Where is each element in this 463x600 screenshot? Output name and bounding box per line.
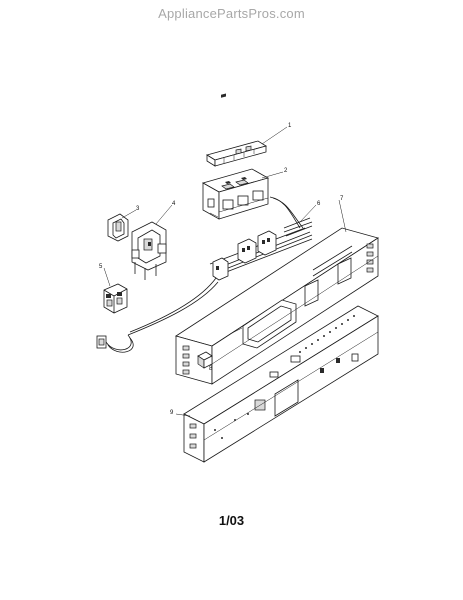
watermark: AppliancePartsPros.com (158, 6, 305, 21)
svg-text:9: 9 (170, 410, 174, 416)
part-connector (103, 283, 128, 314)
part-console-panel (183, 305, 379, 463)
svg-text:8: 8 (209, 366, 213, 372)
callout-5: 5 (99, 264, 111, 287)
callout-7: 7 (338, 196, 347, 233)
callout-1: 1 (261, 123, 292, 145)
part-wire-harness (96, 196, 313, 353)
part-control-module (201, 168, 270, 220)
svg-text:4: 4 (172, 201, 176, 207)
callout-8: 8 (209, 366, 213, 372)
svg-text:7: 7 (340, 196, 344, 202)
svg-text:5: 5 (99, 264, 103, 270)
svg-text:3: 3 (136, 206, 140, 212)
callout-2: 2 (261, 168, 288, 179)
svg-text:1: 1 (288, 123, 292, 129)
part-relay-bracket (131, 221, 167, 280)
callouts: 1 2 3 4 5 6 7 8 9 (99, 123, 347, 417)
callout-3: 3 (121, 206, 140, 219)
part-control-panel (175, 227, 379, 385)
page-code: 1/03 (218, 513, 245, 528)
svg-text:6: 6 (317, 201, 321, 207)
callout-4: 4 (155, 201, 176, 225)
callout-6: 6 (299, 201, 321, 223)
svg-text:2: 2 (284, 168, 288, 174)
callout-9: 9 (170, 410, 191, 417)
part-switch-strip (206, 93, 267, 167)
part-small-bracket (107, 213, 129, 242)
part-button (197, 351, 213, 369)
